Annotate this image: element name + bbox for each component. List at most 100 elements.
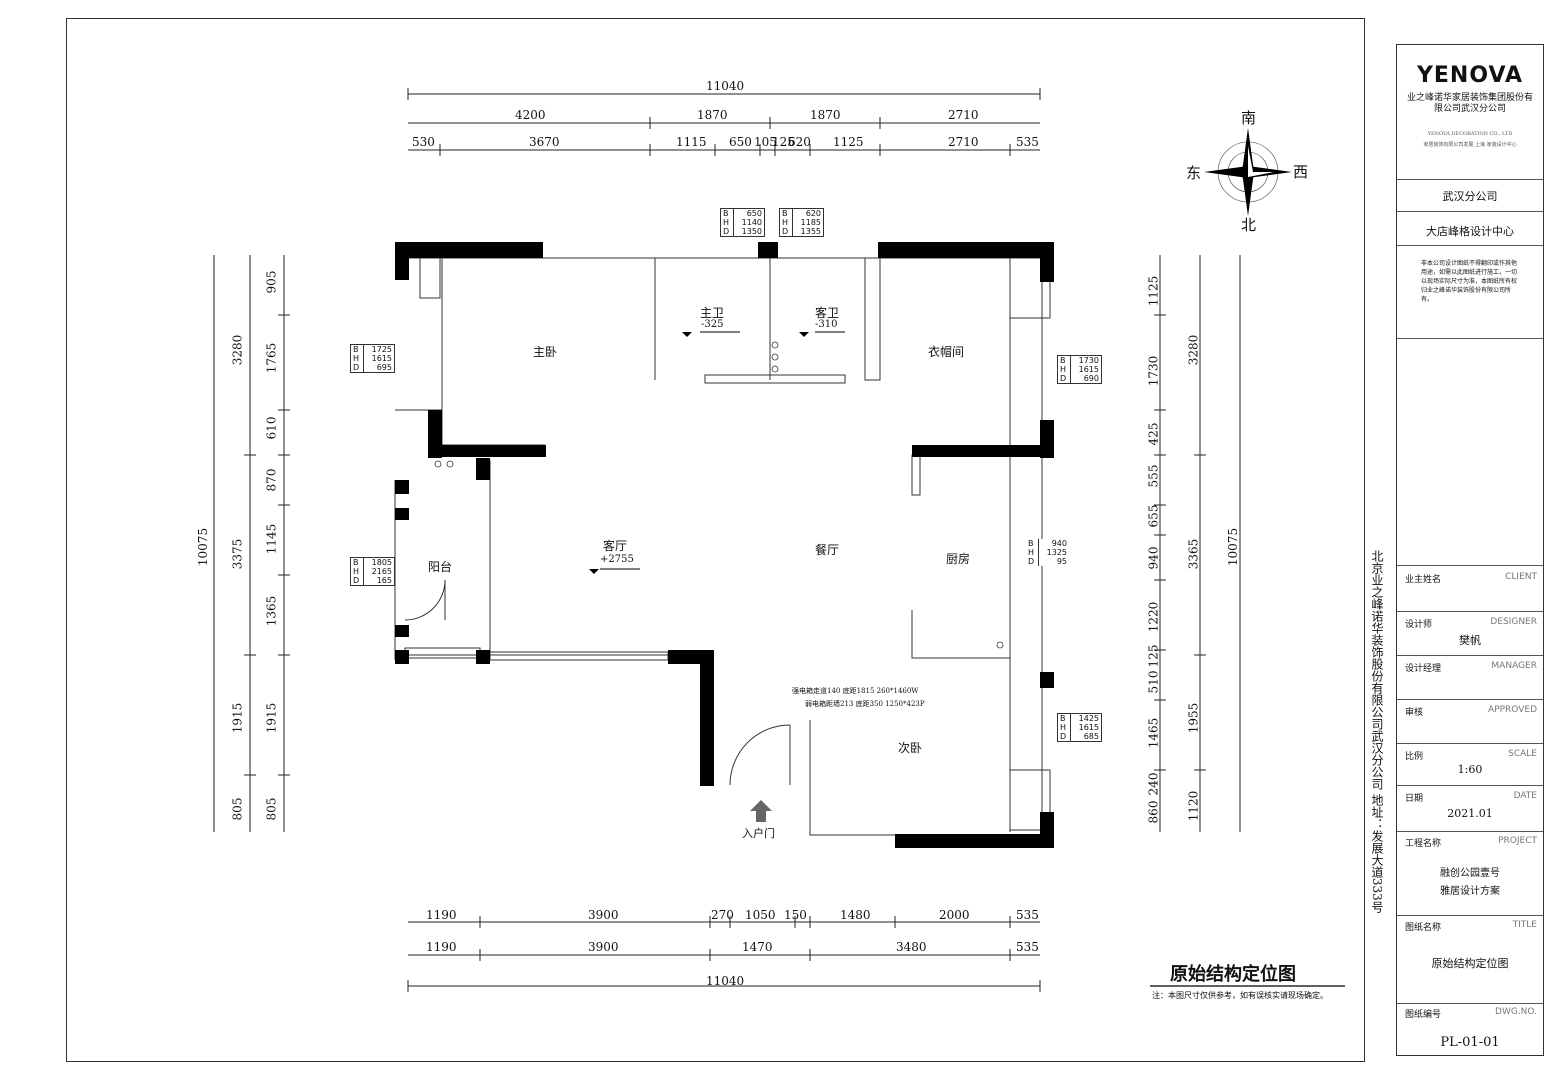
level-marker-icon — [799, 332, 809, 337]
left-dim: 805 — [264, 797, 279, 821]
bottom-dim: 150 — [784, 908, 807, 922]
left-dim: 1915 — [264, 702, 279, 734]
entrance-label: 入户门 — [742, 827, 775, 840]
title-value: 原始结构定位图 — [1431, 957, 1509, 970]
design-center: 大店峰格设计中心 — [1426, 225, 1514, 238]
scale-label-en: SCALE — [1508, 749, 1537, 759]
project-label: 工程名称 — [1405, 839, 1442, 849]
left-dim: 610 — [264, 416, 279, 440]
designer-label-en: DESIGNER — [1490, 617, 1537, 627]
dwg-no-label-en: DWG.NO. — [1495, 1007, 1537, 1017]
bottom-dim: 1470 — [742, 940, 773, 954]
top-dim: 1870 — [697, 108, 728, 122]
approved-label: 审核 — [1405, 708, 1424, 718]
top-dim: 1115 — [676, 135, 707, 149]
bottom-dim: 3900 — [588, 908, 619, 922]
sheet-border — [66, 18, 1365, 1062]
top-dim: 1125 — [833, 135, 864, 149]
bottom-dim: 535 — [1016, 940, 1039, 954]
compass-east: 东 — [1186, 164, 1202, 182]
bottom-dim: 2000 — [939, 908, 970, 922]
level-marker-icon — [589, 569, 599, 574]
dimension-lines — [213, 88, 1241, 992]
left-dim: 3280 — [230, 334, 245, 366]
room-dining: 餐厅 — [815, 543, 840, 557]
designer-label: 设计师 — [1405, 620, 1433, 630]
level-marker-icon — [682, 332, 692, 337]
room-master-bedroom: 主卧 — [533, 345, 558, 359]
top-dim: 125 — [772, 135, 795, 149]
drawing-title: 原始结构定位图 — [1170, 964, 1296, 985]
date-label: 日期 — [1405, 794, 1424, 804]
right-dim: 1125 — [1146, 275, 1161, 307]
title-label: 图纸名称 — [1405, 923, 1442, 933]
top-dim: 105 — [754, 135, 777, 149]
top-dim: 650 — [729, 135, 752, 149]
branch-name: 武汉分公司 — [1442, 190, 1498, 203]
right-overall-dim: 10075 — [1226, 527, 1241, 567]
room-master-bath: 主卫 — [700, 306, 725, 320]
project-label-en: PROJECT — [1498, 836, 1537, 846]
dwg-no-value: PL-01-01 — [1440, 1035, 1500, 1050]
room-master-bath-level: -325 — [701, 319, 724, 330]
left-dim: 805 — [230, 797, 245, 821]
compass-north: 北 — [1241, 216, 1257, 234]
right-dim: 125 — [1146, 644, 1161, 668]
left-overall-dim: 10075 — [196, 527, 211, 567]
date-label-en: DATE — [1513, 791, 1537, 801]
date-value: 2021.01 — [1447, 807, 1493, 820]
room-guest-bath: 客卫 — [815, 306, 840, 320]
right-dim: 1465 — [1146, 717, 1161, 749]
right-dim: 1120 — [1186, 790, 1201, 822]
top-dim: 530 — [412, 135, 435, 149]
company-logo: YENOVA — [1416, 63, 1524, 88]
compass-south: 南 — [1241, 109, 1257, 127]
company-en: YENOVA DECORATION CO., LTD — [1427, 131, 1513, 137]
pipe-icons — [434, 341, 1004, 649]
bottom-overall-dim: 11040 — [706, 974, 745, 988]
top-dim: 2710 — [948, 108, 979, 122]
room-living-level: +2755 — [600, 554, 634, 565]
left-dim: 3375 — [230, 538, 245, 570]
manager-label-en: MANAGER — [1491, 661, 1537, 671]
manager-label: 设计经理 — [1405, 664, 1442, 674]
client-label-en: CLIENT — [1505, 572, 1537, 582]
right-dim: 1220 — [1146, 601, 1161, 633]
designer-value: 樊帆 — [1459, 634, 1481, 647]
compass-west: 西 — [1293, 163, 1309, 181]
right-dim: 425 — [1146, 422, 1161, 446]
right-dim: 510 — [1146, 670, 1161, 694]
compass-rose — [1204, 128, 1292, 216]
meter-note: 弱电箱距墙213 底距350 1250*423P — [805, 700, 925, 708]
company-sub: 家居装饰有限公司发展 上海 家装设计中心 — [1423, 142, 1517, 148]
bottom-dim: 270 — [711, 908, 734, 922]
meter-note: 强电箱走道140 底距1815 260*1460W — [792, 687, 919, 695]
bottom-dim: 535 — [1016, 908, 1039, 922]
approved-label-en: APPROVED — [1488, 705, 1537, 715]
bottom-dim: 1190 — [426, 940, 457, 954]
scale-value: 1:60 — [1457, 763, 1483, 776]
drawing-note: 注：本图尺寸仅供参考，如有误核实请现场确定。 — [1152, 991, 1328, 1000]
top-dim: 620 — [788, 135, 811, 149]
room-second-bedroom: 次卧 — [898, 741, 923, 755]
right-dim: 555 — [1146, 464, 1161, 488]
right-dim: 1955 — [1186, 702, 1201, 734]
title-label-en: TITLE — [1512, 920, 1537, 930]
dwg-no-label: 图纸编号 — [1405, 1010, 1442, 1020]
bottom-dim: 1050 — [745, 908, 776, 922]
room-balcony: 阳台 — [428, 560, 453, 574]
right-dim: 240 — [1146, 772, 1161, 796]
left-dim: 905 — [264, 270, 279, 294]
left-dim: 1765 — [264, 342, 279, 374]
room-kitchen: 厨房 — [946, 552, 971, 566]
bottom-dim: 1190 — [426, 908, 457, 922]
title-block: YENOVA 业之峰诺华家居装饰集团股份有限公司武汉分公司 YENOVA DEC… — [1396, 44, 1544, 1056]
client-label: 业主姓名 — [1405, 575, 1442, 585]
right-dim: 940 — [1146, 546, 1161, 570]
